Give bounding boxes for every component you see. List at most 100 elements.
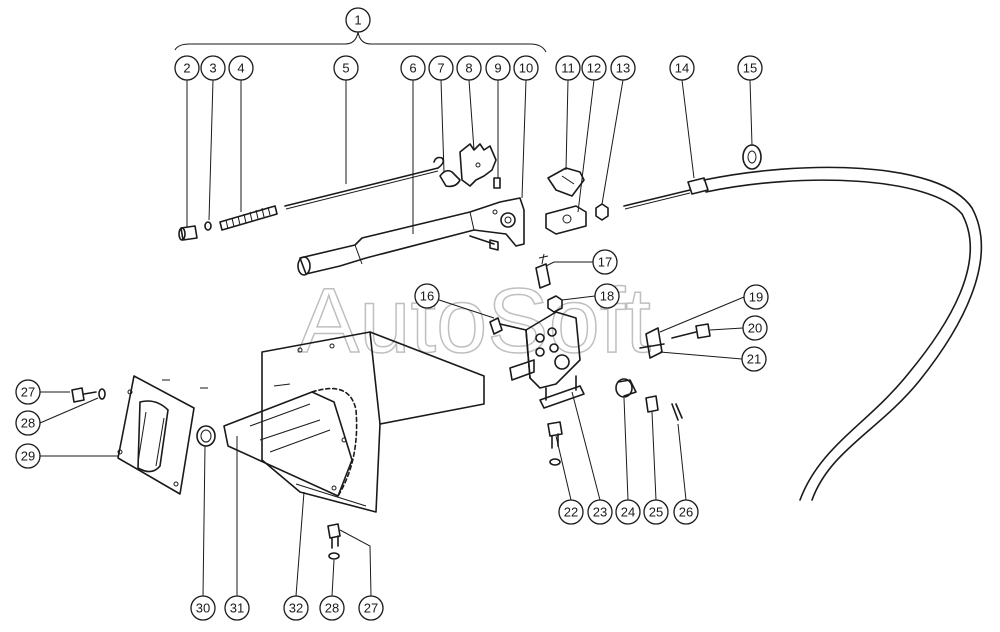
svg-text:5: 5 — [342, 61, 349, 76]
part-pin-9 — [493, 177, 501, 189]
part-washer-28b — [328, 552, 340, 560]
callout-25: 25 — [643, 499, 669, 525]
callout-31: 31 — [224, 595, 250, 621]
part-nut-18 — [547, 295, 563, 313]
svg-text:6: 6 — [409, 61, 416, 76]
svg-text:11: 11 — [561, 61, 575, 76]
callout-6: 6 — [400, 55, 426, 81]
callout-14: 14 — [669, 55, 695, 81]
svg-text:1: 1 — [354, 13, 361, 28]
part-screw-27a — [71, 387, 97, 403]
svg-text:15: 15 — [743, 61, 757, 76]
part-sleeve-2 — [178, 225, 198, 241]
svg-text:17: 17 — [598, 255, 612, 270]
part-ring-3 — [204, 221, 212, 231]
callout-21: 21 — [741, 346, 767, 372]
callout-29: 29 — [15, 443, 41, 469]
callout-32: 32 — [283, 595, 309, 621]
svg-text:16: 16 — [420, 289, 434, 304]
callout-23: 23 — [587, 499, 613, 525]
callout-16: 16 — [414, 283, 440, 309]
svg-text:31: 31 — [230, 601, 244, 616]
part-bolt-22 — [547, 421, 563, 466]
part-washer-28a — [98, 388, 106, 400]
svg-text:25: 25 — [649, 505, 663, 520]
svg-text:21: 21 — [747, 352, 761, 367]
part-bracket-12 — [545, 205, 587, 235]
part-spring-4 — [219, 205, 278, 231]
callout-18: 18 — [594, 283, 620, 309]
svg-text:28: 28 — [21, 416, 35, 431]
callout-22: 22 — [558, 499, 584, 525]
part-pawl-7 — [439, 169, 461, 188]
callout-12: 12 — [581, 55, 607, 81]
part-boot-31 — [223, 387, 358, 497]
part-clevis-11 — [547, 167, 585, 197]
part-cotter-26 — [671, 403, 683, 421]
part-rod-5 — [284, 156, 445, 210]
part-bracket-23 — [509, 311, 585, 409]
svg-text:28: 28 — [325, 601, 339, 616]
svg-text:27: 27 — [364, 601, 378, 616]
callout-8: 8 — [456, 55, 482, 81]
part-cover-plate-29 — [117, 375, 195, 495]
svg-text:9: 9 — [494, 61, 501, 76]
callout-13: 13 — [610, 55, 636, 81]
svg-text:8: 8 — [465, 61, 472, 76]
part-nut-13 — [595, 203, 609, 221]
svg-text:18: 18 — [600, 289, 614, 304]
svg-text:3: 3 — [209, 61, 216, 76]
leader-lines — [39, 79, 753, 597]
callout-19: 19 — [743, 284, 769, 310]
callout-26: 26 — [673, 499, 699, 525]
callout-15: 15 — [737, 55, 763, 81]
part-bushing-24 — [615, 378, 637, 398]
svg-text:30: 30 — [196, 601, 210, 616]
part-cable-end-14 — [623, 177, 709, 210]
callout-24: 24 — [615, 499, 641, 525]
svg-text:7: 7 — [437, 61, 444, 76]
callout-7: 7 — [428, 55, 454, 81]
part-switch-17 — [535, 253, 551, 289]
callout-28-bottom: 28 — [319, 595, 345, 621]
callout-27-left: 27 — [15, 379, 41, 405]
part-screw-20 — [671, 323, 711, 339]
svg-text:23: 23 — [593, 505, 607, 520]
svg-text:12: 12 — [587, 61, 601, 76]
svg-text:29: 29 — [21, 449, 35, 464]
callout-20: 20 — [742, 315, 768, 341]
callout-4: 4 — [228, 55, 254, 81]
part-bolt-6 — [469, 235, 499, 251]
watermark: AutoSoft — [298, 270, 651, 372]
svg-text:14: 14 — [675, 61, 689, 76]
part-lever-10 — [297, 197, 525, 276]
part-screw-27b — [327, 523, 341, 549]
callout-17: 17 — [592, 249, 618, 275]
svg-text:26: 26 — [679, 505, 693, 520]
callout-2: 2 — [174, 55, 200, 81]
svg-text:2: 2 — [183, 61, 190, 76]
callout-3: 3 — [200, 55, 226, 81]
callout-5: 5 — [333, 55, 359, 81]
svg-text:24: 24 — [621, 505, 635, 520]
part-base-plate-32 — [261, 331, 485, 513]
svg-text:4: 4 — [237, 61, 244, 76]
part-sector-8 — [459, 143, 497, 187]
callout-11: 11 — [555, 55, 581, 81]
part-bolt-16 — [489, 317, 527, 335]
part-pin-25 — [645, 395, 659, 413]
svg-text:20: 20 — [748, 321, 762, 336]
svg-text:10: 10 — [519, 61, 533, 76]
svg-text:32: 32 — [289, 601, 303, 616]
callout-28-left: 28 — [15, 410, 41, 436]
part-clamp-30 — [196, 425, 216, 447]
callout-10: 10 — [513, 55, 539, 81]
callout-9: 9 — [485, 55, 511, 81]
callout-30: 30 — [190, 595, 216, 621]
svg-text:19: 19 — [749, 290, 763, 305]
svg-text:22: 22 — [564, 505, 578, 520]
callout-1: 1 — [345, 7, 371, 33]
svg-text:13: 13 — [616, 61, 630, 76]
callout-27-bottom: 27 — [358, 595, 384, 621]
